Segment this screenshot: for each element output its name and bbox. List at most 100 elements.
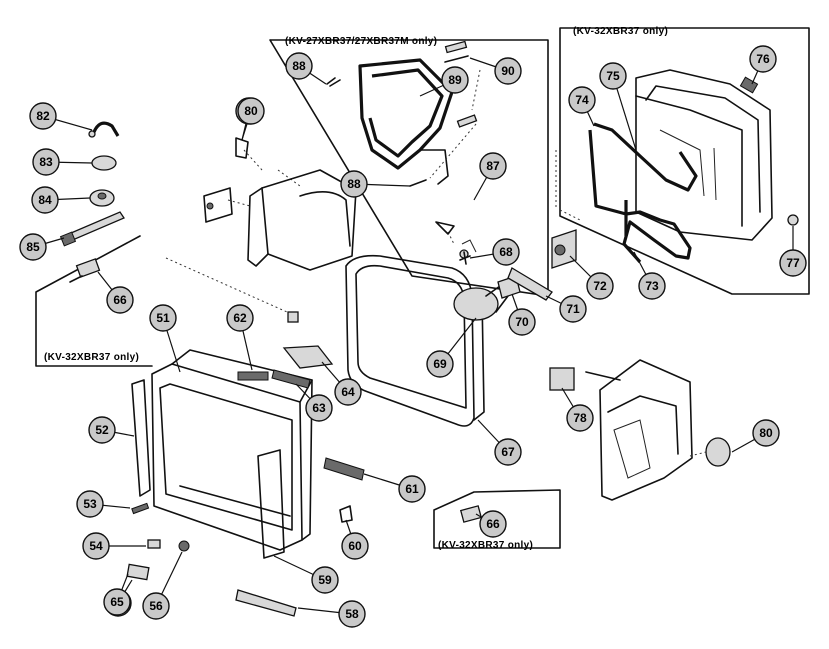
callout-number: 59 [318, 573, 332, 587]
callout-number: 69 [433, 357, 447, 371]
callout-number: 61 [405, 482, 419, 496]
callout-bubble [586, 272, 614, 300]
callout-bubble [441, 66, 469, 94]
callout-number: 85 [26, 240, 40, 254]
callout-number: 54 [89, 539, 103, 553]
callout-80: 80 [731, 419, 780, 453]
kv32-top-note: (KV-32XBR37 only) [573, 26, 668, 37]
callout-bubble [334, 378, 362, 406]
callout-56: 56 [142, 551, 183, 620]
callout-54: 54 [82, 532, 146, 560]
callout-bubble [559, 295, 587, 323]
callout-number: 72 [593, 279, 607, 293]
upper-bracket-assembly [165, 137, 357, 323]
callout-52: 52 [88, 416, 135, 444]
callout-85: 85 [19, 233, 65, 261]
callout-bubble [340, 170, 368, 198]
callout-51: 51 [149, 304, 181, 373]
callout-77: 77 [779, 226, 807, 277]
callout-bubble [426, 350, 454, 378]
callout-59: 59 [273, 555, 339, 594]
callout-number: 80 [244, 104, 258, 118]
callout-number: 83 [39, 155, 53, 169]
callout-84: 84 [31, 186, 91, 214]
callout-bubble [76, 490, 104, 518]
callout-bubble [285, 52, 313, 80]
callout-number: 51 [156, 311, 170, 325]
callout-61: 61 [363, 473, 426, 503]
callout-number: 88 [347, 177, 361, 191]
callout-66: 66 [475, 510, 507, 538]
callout-bubble [305, 394, 333, 422]
callout-bubble [479, 510, 507, 538]
callout-bubble [508, 308, 536, 336]
callout-bubble [226, 304, 254, 332]
callout-number: 56 [149, 599, 163, 613]
callout-bubble [82, 532, 110, 560]
callout-73: 73 [633, 251, 666, 300]
kv32-bottom-inset-panel: (KV-32XBR37 only) [433, 489, 561, 551]
picture-tube [345, 221, 509, 427]
callout-number: 74 [575, 93, 589, 107]
callout-number: 65 [110, 595, 124, 609]
callout-number: 60 [348, 539, 362, 553]
callout-number: 90 [501, 64, 515, 78]
rear-small-parts [459, 229, 577, 301]
loose-parts [59, 121, 125, 247]
callout-number: 73 [645, 279, 659, 293]
callout-bubble [341, 532, 369, 560]
callout-58: 58 [297, 600, 366, 628]
callout-bubble [492, 238, 520, 266]
callout-bubble [638, 272, 666, 300]
callout-number: 70 [515, 315, 529, 329]
callout-82: 82 [29, 102, 93, 131]
callout-bubble [32, 148, 60, 176]
callout-76: 76 [749, 45, 777, 85]
callout-number: 66 [486, 517, 500, 531]
callout-88: 88 [285, 52, 327, 85]
callout-bubble [237, 97, 265, 125]
callout-72: 72 [569, 255, 614, 300]
callout-layer: 5152535455565859606061626364656666676869… [19, 45, 807, 628]
callout-70: 70 [508, 293, 536, 336]
callout-89: 89 [419, 66, 469, 97]
kv32-left-note: (KV-32XBR37 only) [44, 352, 139, 363]
callout-87: 87 [473, 152, 507, 201]
callout-88: 88 [340, 170, 411, 198]
callout-number: 62 [233, 311, 247, 325]
callout-number: 67 [501, 445, 515, 459]
callout-71: 71 [545, 295, 587, 323]
callout-bubble [398, 475, 426, 503]
callout-number: 58 [345, 607, 359, 621]
callout-74: 74 [568, 86, 596, 127]
callout-bubble [338, 600, 366, 628]
callout-83: 83 [32, 148, 93, 176]
callout-number: 80 [759, 426, 773, 440]
kv27-inset-panel: (KV-27XBR37/27XBR37M only) [269, 36, 549, 297]
callout-number: 52 [95, 423, 109, 437]
callout-number: 88 [292, 59, 306, 73]
callout-number: 64 [341, 385, 355, 399]
callout-number: 82 [36, 109, 50, 123]
callout-78: 78 [561, 387, 594, 432]
callout-bubble [142, 592, 170, 620]
callout-bubble [749, 45, 777, 73]
callout-bubble [29, 102, 57, 130]
callout-bubble [779, 249, 807, 277]
callout-number: 53 [83, 497, 97, 511]
callout-bubble [149, 304, 177, 332]
callout-90: 90 [469, 57, 522, 85]
callout-bubble [479, 152, 507, 180]
callout-number: 77 [786, 256, 800, 270]
callout-53: 53 [76, 490, 131, 518]
kv32-top-inset-panel: (KV-32XBR37 only) [555, 26, 810, 295]
callout-bubble [103, 588, 131, 616]
callout-number: 84 [38, 193, 52, 207]
callout-62: 62 [226, 304, 254, 371]
callout-bubble [31, 186, 59, 214]
callout-67: 67 [477, 419, 522, 466]
callout-bubble [599, 62, 627, 90]
callout-number: 87 [486, 159, 500, 173]
callout-60: 60 [341, 519, 369, 560]
